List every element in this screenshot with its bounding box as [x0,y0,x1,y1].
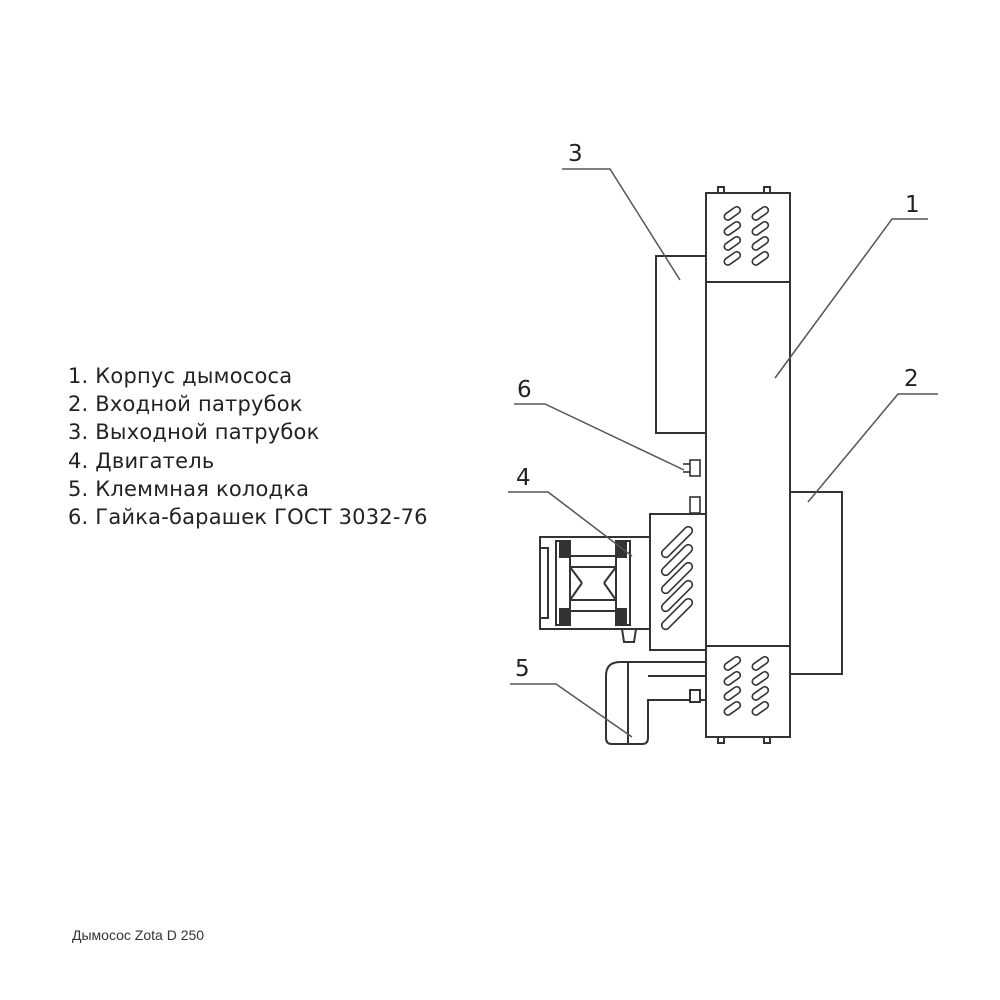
callout-3: 3 [568,141,583,167]
legend-item-5: 5. Клеммная колодка [68,476,310,501]
legend-item-6: 6. Гайка-барашек ГОСТ 3032-76 [68,505,428,530]
callout-1: 1 [905,192,920,218]
bottom-vent-slots [723,655,770,716]
leader-lines [508,168,938,738]
legend-item-1: 1. Корпус дымососа [68,364,293,388]
parts-legend: 1. Корпус дымососа 2. Входной патрубок 3… [68,362,428,531]
outlet-pipe [655,255,707,434]
inlet-pipe [789,491,843,675]
legend-item-2: 2. Входной патрубок [68,392,303,417]
callout-6: 6 [517,377,532,403]
terminal-block [605,661,707,745]
top-vent-slots [723,205,770,266]
image-caption: Дымосос Zota D 250 [72,927,205,943]
motor [539,513,707,651]
legend-item-4: 4. Двигатель [68,448,215,473]
housing-body [705,186,791,744]
legend-item-3: 3. Выходной патрубок [68,420,320,445]
callout-5: 5 [515,656,530,682]
callout-2: 2 [904,366,919,392]
callout-4: 4 [516,465,531,491]
